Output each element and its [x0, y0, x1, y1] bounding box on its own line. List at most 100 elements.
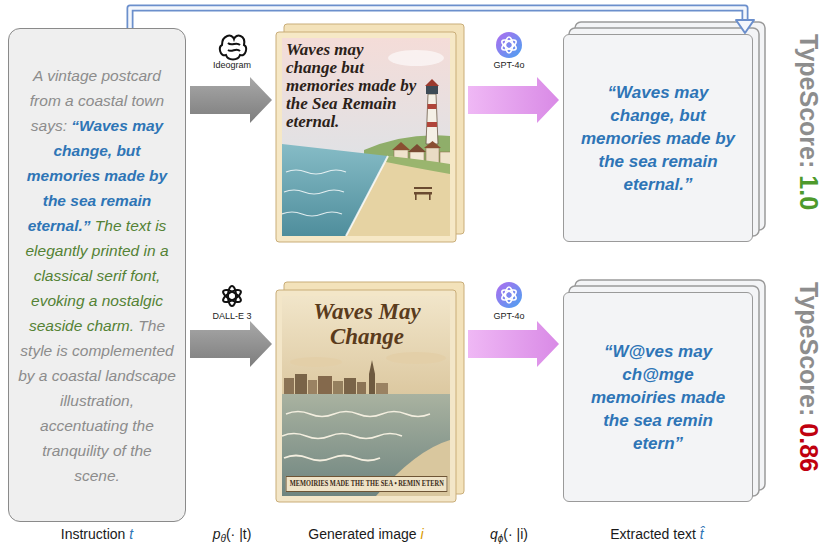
- postcard-illustration: [346, 156, 388, 236]
- postcard-illustration: [276, 32, 456, 242]
- postcard-illustration: [357, 382, 366, 394]
- postcard-illustration: [282, 434, 402, 439]
- extracted-text: “Waves may change, but memories made by …: [578, 81, 738, 196]
- instruction-text: The style is complemented by a coastal l…: [18, 317, 176, 484]
- model-name: DALL-E 3: [212, 311, 251, 322]
- postcard-illustration: [369, 360, 375, 374]
- postcard-illustration: [282, 394, 450, 496]
- flow-arrow: [468, 321, 559, 367]
- dalle-icon: [221, 288, 242, 305]
- gpt-icon: [506, 287, 513, 303]
- instruction-text: “Waves may change, but memories made by …: [27, 117, 167, 234]
- instruction-box: A vintage postcard from a coastal town s…: [8, 28, 186, 522]
- postcard-illustration: [376, 383, 388, 394]
- postcard-illustration: [388, 50, 444, 66]
- caption-group: qϕ(· |i): [490, 526, 528, 546]
- postcard-illustration: [344, 378, 356, 394]
- stage-caption: Instruction: [61, 526, 126, 542]
- postcard-illustration: [346, 156, 450, 236]
- dalle-icon: [228, 286, 236, 306]
- model-name: GPT-4o: [493, 311, 524, 322]
- score-label: TypeScore:: [795, 282, 823, 416]
- math-symbol: t̂: [700, 526, 704, 542]
- arrow-shape: [190, 321, 272, 367]
- math-symbol: p: [213, 526, 221, 542]
- postcard-illustration: [282, 296, 450, 396]
- postcard-illustration: [282, 296, 450, 496]
- extracted-text-box: “Waves may change, but memories made by …: [563, 34, 753, 242]
- flow-arrow: [468, 77, 559, 123]
- score-value: 0.86: [795, 423, 823, 472]
- postcard-illustration: [282, 212, 342, 216]
- postcard-illustration: [282, 38, 450, 236]
- caption-group: pθ(· |t): [213, 526, 252, 546]
- caption-group: Extracted textt̂: [610, 526, 703, 543]
- ideogram-icon: [228, 43, 240, 45]
- postcard-illustration: [284, 456, 380, 461]
- postcard-illustration: [286, 412, 430, 417]
- postcard-illustration: [415, 194, 417, 200]
- arrow-shape: [190, 77, 272, 123]
- extracted-text: “W@ves may ch@mge memoiries made the sea…: [578, 340, 738, 455]
- postcard-illustration: [426, 94, 438, 144]
- postcard-illustration: [427, 122, 437, 127]
- stage-caption: Extracted text: [610, 526, 696, 542]
- postcard-illustration: [276, 290, 456, 502]
- model-name: GPT-4o: [493, 60, 524, 71]
- postcard-illustration: [425, 79, 439, 86]
- gpt-icon: [500, 288, 517, 302]
- postcard-illustration: [408, 144, 426, 152]
- postcard-illustration: [276, 32, 456, 242]
- math-symbol: t: [129, 526, 133, 542]
- math-symbol: i: [421, 526, 424, 542]
- score-group: TypeScore: 0.86: [794, 282, 823, 472]
- extracted-text-box: “W@ves may ch@mge memoiries made the sea…: [563, 292, 753, 502]
- postcard-illustration: [333, 381, 343, 394]
- math-subscript: ϕ: [498, 533, 504, 544]
- arrow-shape: [468, 321, 559, 367]
- gpt-icon: [500, 38, 517, 52]
- postcard-illustration: [276, 290, 456, 502]
- ideogram-icon: [220, 36, 246, 60]
- math-subscript: θ: [220, 533, 225, 544]
- gpt-icon: [500, 288, 517, 302]
- gpt-icon: [506, 37, 513, 53]
- math-symbol: q: [490, 526, 498, 542]
- flow-arrow: [190, 77, 272, 123]
- model-name: Ideogram: [213, 60, 251, 71]
- image-text: MEMOIRIES MADE THE THE SEA • REMIN ETERN: [286, 476, 448, 492]
- postcard-illustration: [424, 141, 441, 148]
- dalle-icon: [218, 282, 246, 310]
- flow-arrow: [190, 321, 272, 367]
- gpt-icon: [496, 32, 522, 58]
- postcard-illustration: [282, 38, 450, 236]
- math-symbol: (· |i): [503, 526, 528, 542]
- arrow-head: [736, 20, 754, 33]
- generated-image: Waves may change but memories made by th…: [276, 32, 456, 242]
- postcard-illustration: [284, 378, 294, 394]
- image-text: Waves May Change: [286, 299, 448, 349]
- postcard-illustration: [426, 86, 438, 94]
- postcard-illustration: [386, 156, 450, 174]
- stage-caption: Generated image: [308, 526, 416, 542]
- postcard-illustration: [318, 376, 332, 394]
- gpt-icon: [496, 32, 522, 58]
- generated-image: Waves May ChangeMEMOIRIES MADE THE THE S…: [276, 290, 456, 502]
- postcard-illustration: [290, 357, 342, 367]
- arrow-shape: [468, 77, 559, 123]
- caption-group: Generated image i: [308, 526, 423, 543]
- postcard-illustration: [414, 187, 432, 189]
- score-group: TypeScore:1.0: [794, 34, 823, 210]
- instruction-text: The text is elegantly printed in a class…: [25, 217, 168, 334]
- postcard-illustration: [429, 194, 431, 200]
- postcard-illustration: [369, 374, 375, 394]
- caption-group: Instructiont: [61, 526, 133, 543]
- gpt-icon: [496, 282, 522, 308]
- score-label: TypeScore:: [795, 34, 823, 168]
- dalle-icon: [218, 282, 246, 310]
- ideogram-icon: [220, 36, 246, 60]
- postcard-illustration: [386, 352, 446, 364]
- postcard-illustration: [284, 190, 344, 194]
